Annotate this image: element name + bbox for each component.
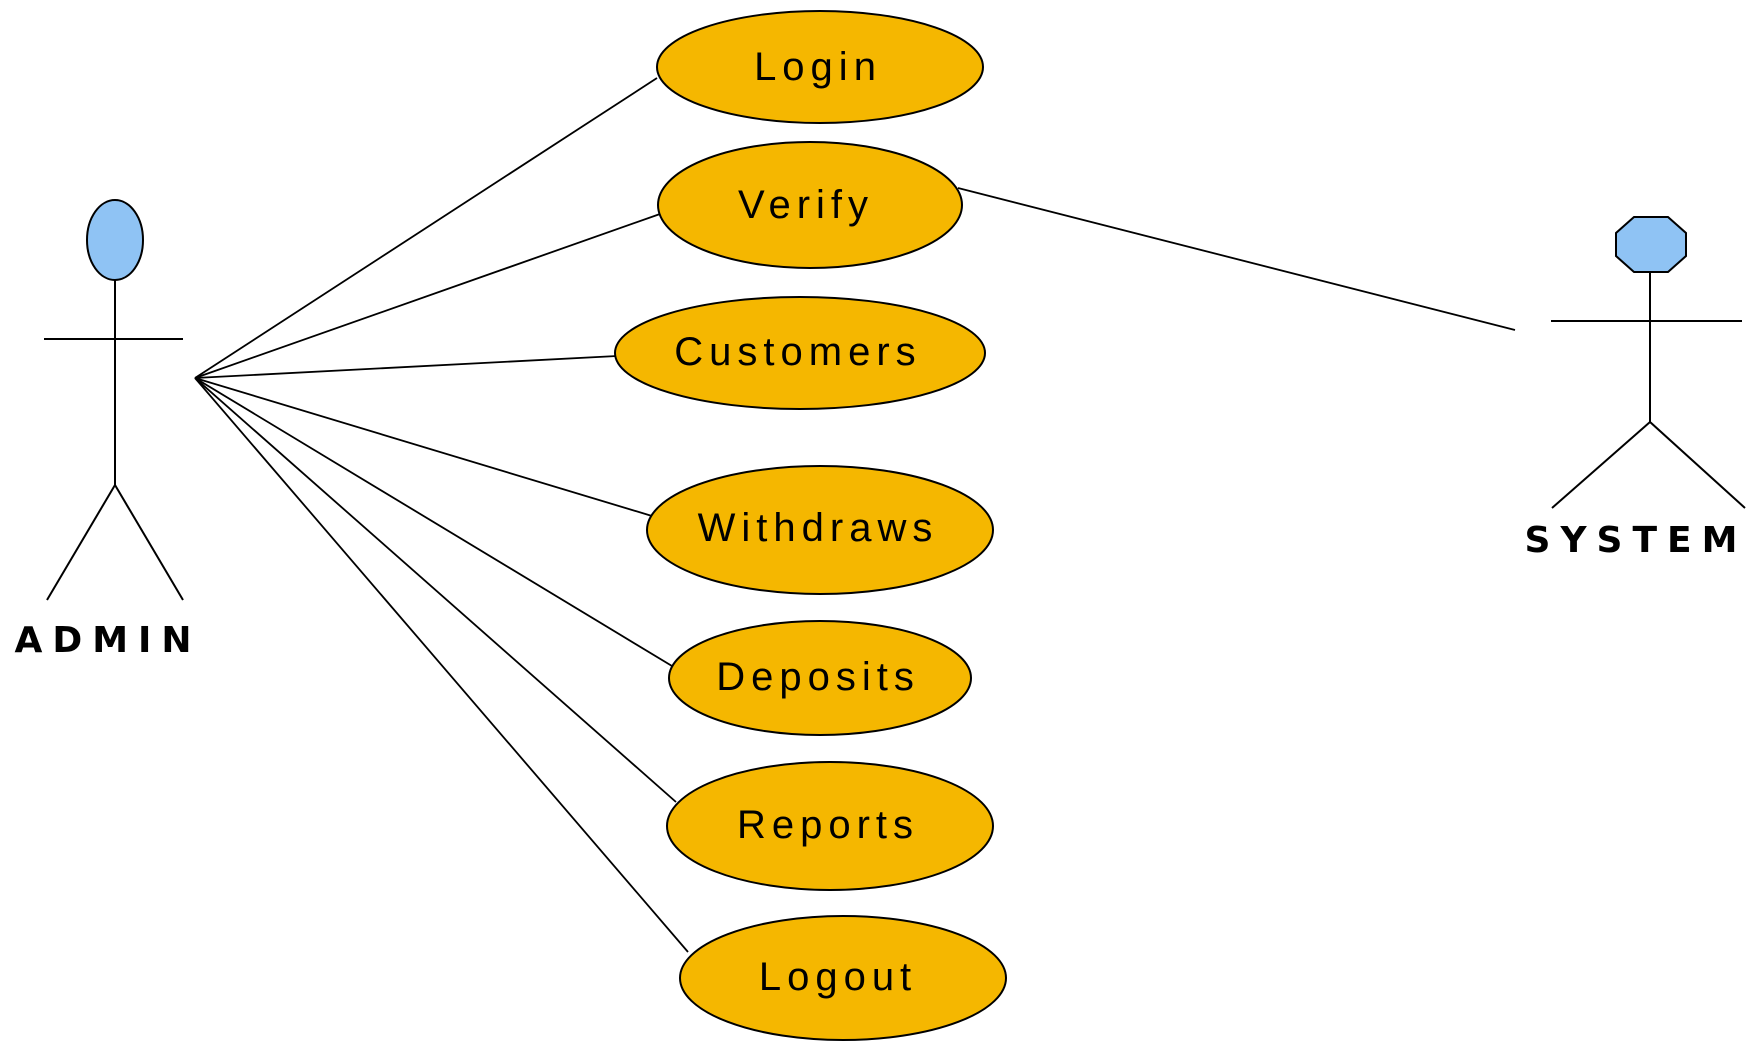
usecase-logout-oval (679, 915, 1007, 1041)
admin-head-icon (86, 199, 144, 281)
system-actor: SYSTEM (1525, 216, 1748, 561)
admin-actor: ADMIN (14, 199, 201, 661)
usecase-logout[interactable]: Logout (679, 915, 1007, 1041)
association-admin-reports (194, 377, 677, 803)
association-admin-verify (194, 213, 661, 379)
usecase-customers-label: Customers (674, 330, 921, 374)
admin-right-leg (114, 484, 184, 601)
usecase-withdraws[interactable]: Withdraws (646, 465, 994, 595)
usecase-withdraws-label: Withdraws (698, 506, 939, 550)
usecase-verify-oval (657, 141, 963, 269)
association-admin-login (194, 77, 658, 379)
system-left-leg (1551, 421, 1651, 509)
association-admin-deposits (194, 377, 673, 667)
association-admin-customers (194, 355, 618, 379)
system-head-icon (1615, 216, 1687, 273)
system-label: SYSTEM (1525, 520, 1748, 561)
usecase-logout-label: Logout (759, 955, 917, 999)
usecase-verify-label: Verify (738, 183, 874, 227)
association-admin-logout (194, 377, 689, 953)
usecase-deposits-oval (668, 620, 972, 736)
usecase-reports-oval (666, 761, 994, 891)
usecase-verify[interactable]: Verify (657, 141, 963, 269)
usecase-customers-oval (614, 296, 986, 410)
system-right-leg (1649, 421, 1746, 509)
usecase-login-oval (656, 10, 984, 124)
associations (194, 77, 1516, 953)
usecase-login-label: Login (754, 45, 882, 89)
usecase-login[interactable]: Login (656, 10, 984, 124)
association-system-verify (957, 187, 1516, 331)
association-admin-withdraws (194, 377, 653, 517)
usecase-reports-label: Reports (737, 803, 919, 847)
admin-left-leg (46, 484, 116, 601)
admin-label: ADMIN (14, 620, 201, 661)
usecase-deposits-label: Deposits (716, 655, 920, 699)
usecase-withdraws-oval (646, 465, 994, 595)
usecase-deposits[interactable]: Deposits (668, 620, 972, 736)
usecase-reports[interactable]: Reports (666, 761, 994, 891)
usecase-customers[interactable]: Customers (614, 296, 986, 410)
